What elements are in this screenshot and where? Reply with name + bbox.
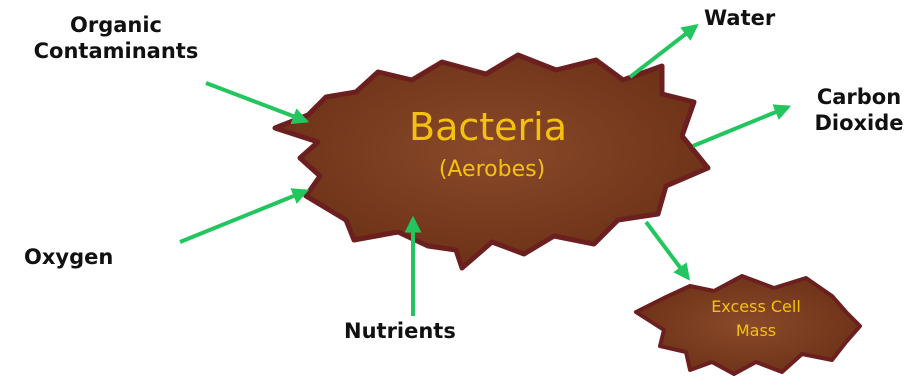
- arrow-organic-contaminants: [206, 83, 306, 121]
- label-organic-line2: Contaminants: [10, 38, 222, 64]
- arrow-excess-cell-mass: [646, 222, 688, 278]
- arrow-carbon-dioxide: [693, 107, 788, 146]
- excess-cell-mass-line2: Mass: [736, 321, 776, 340]
- bacteria-title: Bacteria: [409, 105, 567, 149]
- arrow-oxygen: [180, 191, 306, 242]
- bacteria-subtitle: (Aerobes): [439, 157, 545, 182]
- label-organic-line1: Organic: [10, 12, 222, 38]
- label-carbon-line2: Dioxide: [800, 110, 918, 136]
- label-carbon-dioxide: Carbon Dioxide: [800, 84, 918, 136]
- label-organic-contaminants: Organic Contaminants: [10, 12, 222, 64]
- label-oxygen: Oxygen: [24, 244, 113, 270]
- label-nutrients: Nutrients: [344, 318, 456, 344]
- label-carbon-line1: Carbon: [800, 84, 918, 110]
- label-water: Water: [704, 5, 775, 31]
- excess-cell-mass-line1: Excess Cell: [711, 297, 801, 316]
